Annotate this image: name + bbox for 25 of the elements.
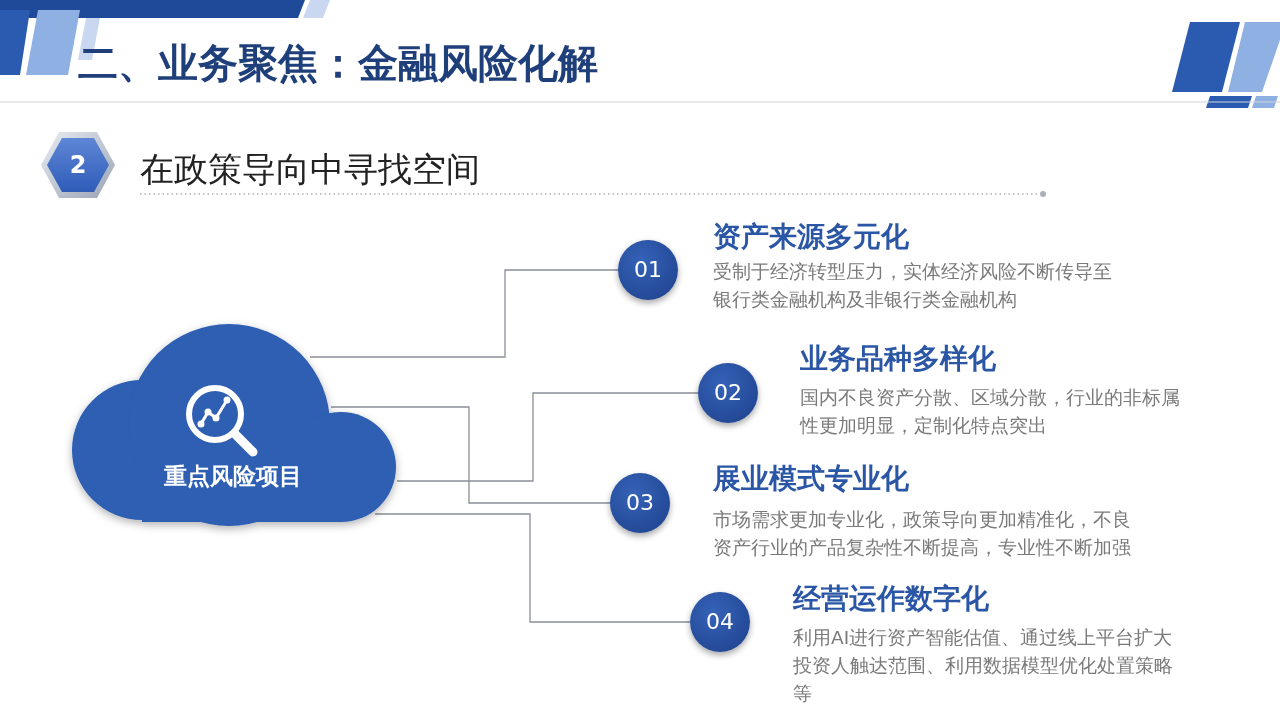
number-label: 02: [713, 379, 743, 407]
number-circle: [690, 592, 750, 652]
number-circle: [698, 363, 758, 423]
item-heading: 展业模式专业化: [713, 461, 910, 497]
number-circle: [610, 473, 670, 533]
connector-line: [374, 513, 691, 623]
cloud-label: 重点风险项目: [163, 462, 303, 490]
item-description: 国内不良资产分散、区域分散，行业的非标属性更加明显，定制化特点突出: [800, 386, 1181, 438]
number-label: 04: [705, 608, 735, 636]
number-label: 01: [633, 256, 663, 284]
item-heading: 资产来源多元化: [713, 219, 910, 255]
title: 二、业务聚焦：金融风险化解: [78, 39, 598, 88]
number-label: 03: [625, 489, 655, 517]
item-description: 受制于经济转型压力，实体经济风险不断传导至银行类金融机构及非银行类金融机构: [713, 260, 1113, 312]
item-description: 市场需求更加专业化，政策导向更加精准化，不良资产行业的产品复杂性不断提高，专业性不断加强: [713, 508, 1132, 560]
subtitle: 在政策导向中寻找空间: [140, 148, 481, 191]
number-label: 2: [68, 151, 88, 179]
connector-line: [309, 269, 619, 358]
connector-line: [330, 406, 611, 504]
number-circle: [618, 240, 678, 300]
item-heading: 经营运作数字化: [793, 581, 990, 617]
item-heading: 业务品种多样化: [800, 341, 997, 377]
item-description: 利用AI进行资产智能估值、通过线上平台扩大投资人触达范围、利用数据模型优化处置策略等: [793, 626, 1174, 706]
number-hexagon: [40, 131, 116, 199]
connector-line: [396, 392, 699, 482]
